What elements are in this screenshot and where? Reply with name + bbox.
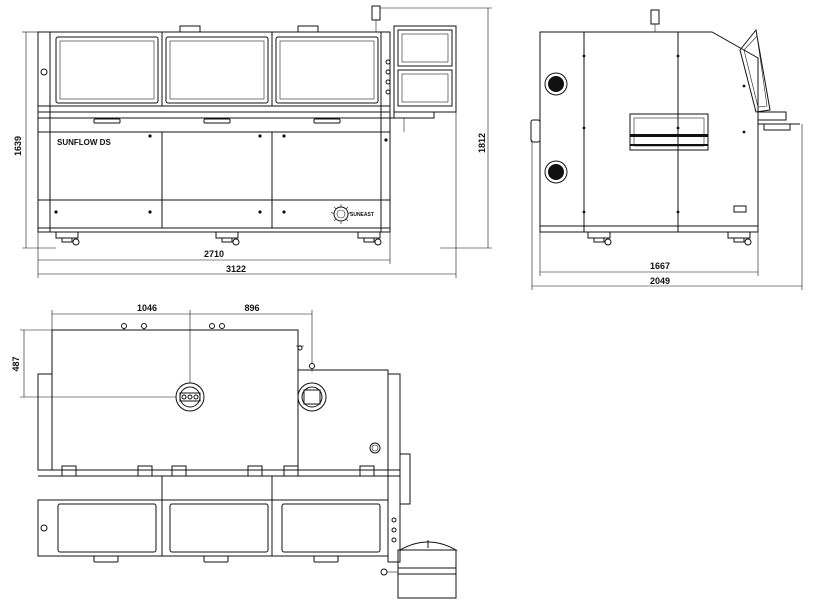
dim-total-width-label: 3122 [226, 264, 246, 274]
logo-text: SUNEAST [350, 212, 374, 218]
dim-left-offset-label: 1046 [137, 303, 157, 313]
top-fan-right-icon [297, 382, 327, 412]
dim-total-height-label: 1812 [477, 133, 487, 153]
signal-tower-icon [371, 5, 381, 21]
suneast-logo-icon [330, 204, 352, 224]
dim-height-label: 1639 [13, 136, 23, 156]
dim-depth-label: 1667 [650, 261, 670, 271]
dim-total-depth-label: 2049 [650, 276, 670, 286]
conveyor-opening [629, 113, 709, 151]
side-signal-tower-icon [650, 9, 660, 25]
fan-bottom-icon [544, 160, 568, 184]
top-control-unit [380, 540, 458, 599]
side-machine-body [539, 31, 759, 233]
dim-right-offset-label: 896 [244, 303, 259, 313]
top-fan-left-icon [175, 382, 205, 412]
front-view: SUNFLOW DS SUNEAST 16 [13, 5, 492, 278]
dim-conveyor-width-label: 2710 [204, 249, 224, 259]
side-view: 1667 2049 [530, 9, 803, 290]
top-view: 1046 896 487 [11, 303, 458, 599]
dim-vertical-offset-label: 487 [11, 356, 21, 371]
control-cabinet [393, 25, 457, 113]
fan-top-icon [544, 72, 568, 96]
model-label: SUNFLOW DS [57, 138, 111, 147]
top-cover [51, 329, 299, 471]
